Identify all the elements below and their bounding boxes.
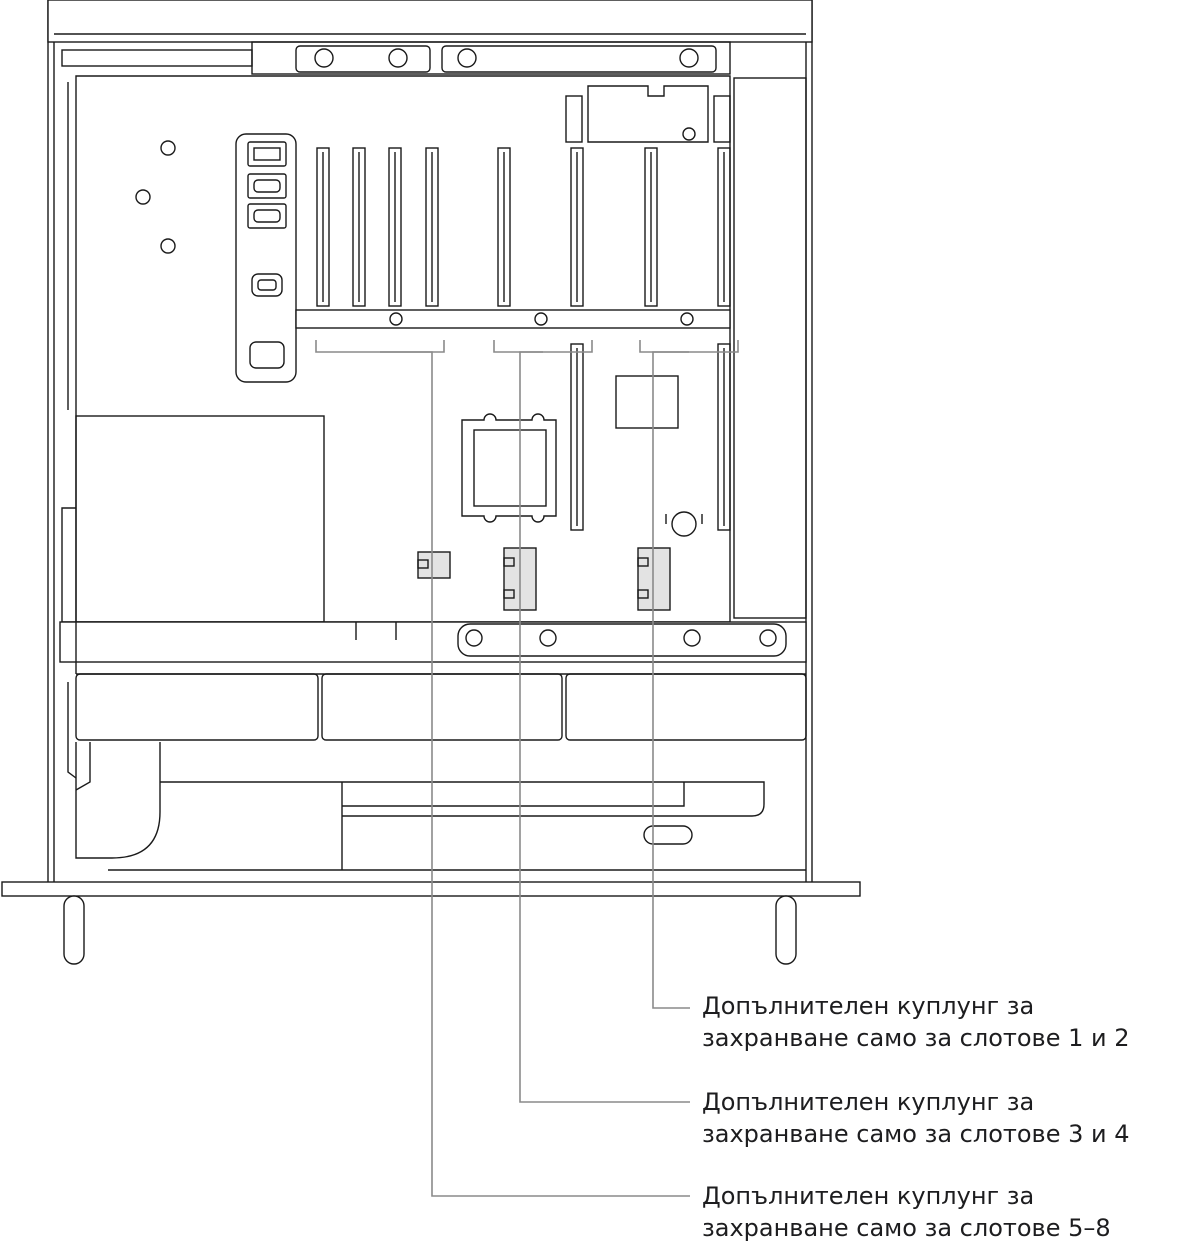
pcie-slot (717, 147, 731, 307)
battery-icon (671, 511, 697, 537)
slot-bracket (295, 309, 731, 329)
callout-line: Допълнителен куплунг за (702, 992, 1035, 1020)
callout-line: захранване само за слотове 1 и 2 (702, 1024, 1130, 1052)
callout-line: захранване само за слотове 3 и 4 (702, 1120, 1130, 1148)
thunderbolt-port-icon (247, 203, 287, 229)
pcie-slot (388, 147, 402, 307)
pcie-slot (425, 147, 439, 307)
screw (388, 48, 408, 68)
callout-label-slots-5-8: Допълнителен куплунг за захранване само … (702, 1180, 1182, 1244)
usb-port-icon (251, 273, 283, 297)
audio-port-icon (249, 341, 285, 369)
cpu-socket (461, 375, 703, 537)
thunderbolt-port-icon (247, 173, 287, 199)
pcie-slot (316, 147, 330, 307)
pcie-slot (497, 147, 511, 307)
leader-line-slots-1-2 (652, 351, 690, 1009)
logic-board (67, 75, 731, 623)
pcie-slots (295, 147, 731, 531)
callout-line: захранване само за слотове 5–8 (702, 1214, 1111, 1242)
pcie-slot (570, 147, 584, 307)
leader-lines (380, 351, 690, 1197)
screw (314, 48, 334, 68)
power-supply (61, 415, 325, 623)
callout-line: Допълнителен куплунг за (702, 1182, 1035, 1210)
leader-line-slots-3-4 (519, 351, 690, 1103)
top-bracket (61, 41, 731, 75)
pcie-slot (352, 147, 366, 307)
fan-bays (67, 673, 807, 871)
screw (679, 48, 699, 68)
leader-line-slots-5-8 (380, 351, 690, 1197)
aux-power-connector-slots-1-2 (637, 547, 671, 611)
callout-label-slots-1-2: Допълнителен куплунг за захранване само … (702, 990, 1182, 1054)
callout-label-slots-3-4: Допълнителен куплунг за захранване само … (702, 1086, 1182, 1150)
io-card (235, 133, 297, 383)
callout-line: Допълнителен куплунг за (702, 1088, 1035, 1116)
pcie-slot (644, 147, 658, 307)
aux-power-connectors (417, 547, 671, 611)
chassis (1, 0, 861, 965)
lower-board-strip (59, 621, 807, 675)
screw (457, 48, 477, 68)
ethernet-port-icon (247, 141, 287, 167)
power-module (565, 77, 807, 619)
aux-power-connector-slots-5-8 (417, 551, 451, 579)
callout-brackets (315, 340, 739, 353)
